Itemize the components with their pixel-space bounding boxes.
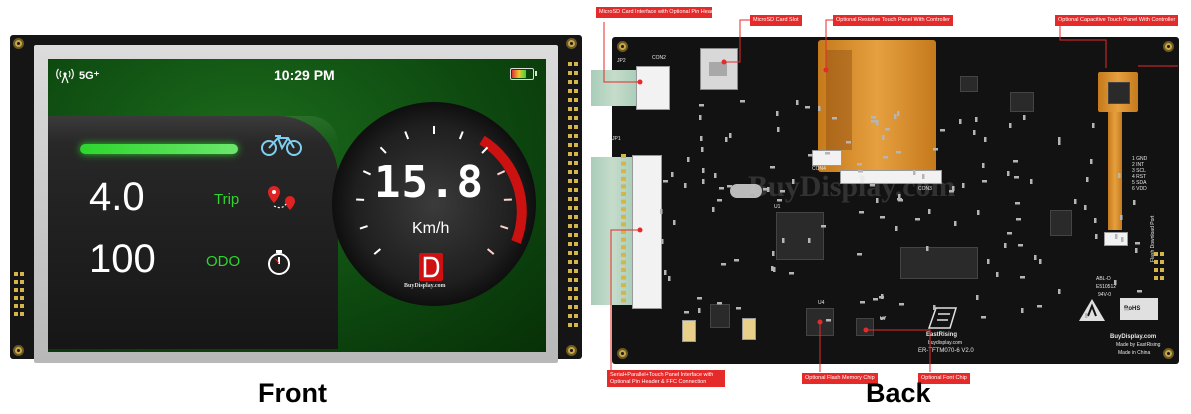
con4-connector xyxy=(812,150,842,166)
signal-icon xyxy=(56,68,74,84)
silk-u4: U4 xyxy=(818,300,825,306)
dashboard-panel xyxy=(48,116,338,349)
silk-con3: CON3 xyxy=(918,186,932,192)
silk-brand: EastRising xyxy=(926,332,958,338)
mount-hole xyxy=(617,41,628,52)
battery-icon xyxy=(510,68,537,80)
ctp-pin-label: 2 INT xyxy=(1132,162,1145,168)
silk-abl: ABL-D xyxy=(1096,276,1111,282)
trip-value: 4.0 xyxy=(89,175,145,219)
ctp-pin-labels: 1 GND 2 INT 3 SCL 4 RST 5 SDA 6 VDD xyxy=(1132,156,1152,192)
ctp-pin-label: 3 SCL xyxy=(1132,168,1146,174)
smd-components xyxy=(660,100,1142,322)
sd-ffc-connector xyxy=(636,66,670,110)
ctp-chip xyxy=(1108,82,1130,104)
mount-hole xyxy=(566,38,577,49)
jp1-pin-header xyxy=(621,154,626,303)
back-caption: Back xyxy=(866,378,931,408)
callout-sd-slot: MicroSD Card Slot xyxy=(750,15,802,26)
tantalum-cap xyxy=(742,318,756,340)
mount-hole xyxy=(566,345,577,356)
aux-chip xyxy=(960,76,978,92)
ctp-pin-label: 5 SDA xyxy=(1132,180,1147,186)
tantalum-cap xyxy=(682,320,696,342)
regulator-chip xyxy=(1010,92,1034,112)
gauge-ticks xyxy=(356,126,527,255)
silk-buydisplay: BuyDisplay.com xyxy=(1110,334,1157,340)
network-label: 5G⁺ xyxy=(79,70,100,82)
speed-unit: Km/h xyxy=(412,220,450,237)
silk-rating: 94V-0 xyxy=(1098,292,1112,298)
flex-trace-area xyxy=(826,50,852,150)
silk-model: ER-TFTM070-6 V2.0 xyxy=(918,348,974,354)
silk-jp1: JP1 xyxy=(612,136,621,142)
flash-download-port xyxy=(1154,252,1164,280)
silk-made-by: Made by EastRising xyxy=(1116,342,1161,348)
callout-sd-interface: MicroSD Card Interface with Optional Pin… xyxy=(596,7,766,18)
stopwatch-icon xyxy=(268,250,290,275)
front-left-pin-header xyxy=(14,272,24,316)
clock: 10:29 PM xyxy=(274,67,335,83)
microsd-card xyxy=(709,62,727,76)
rohs-logo xyxy=(1120,298,1158,320)
route-icon xyxy=(268,186,295,210)
callout-flash-memory: Optional Flash Memory Chip xyxy=(802,373,878,384)
callout-resistive: Optional Resistive Touch Panel With Cont… xyxy=(833,15,953,26)
lcd-screen: 5G⁺ 10:29 PM BuyDisplay.com 4.0 Trip 100… xyxy=(48,59,546,352)
status-bar: 5G⁺ 10:29 PM xyxy=(48,59,546,89)
eastrising-logo-icon xyxy=(927,307,958,329)
front-right-pin-header xyxy=(568,62,578,327)
silk-rohs: RoHS xyxy=(1124,306,1141,312)
back-watermark: BuyDisplay.com xyxy=(748,170,956,203)
main-ffc-cable xyxy=(591,157,634,305)
font-chip xyxy=(856,318,874,336)
mount-hole xyxy=(1163,41,1174,52)
brand-small-label: BuyDisplay.com xyxy=(404,283,446,289)
speed-gauge: 15.8 Km/h BuyDisplay.com xyxy=(332,102,536,306)
ctp-pin-label: 6 VDD xyxy=(1132,186,1147,192)
callout-serial-interface: Serial+Parallel+Touch Panel Interface wi… xyxy=(607,370,725,387)
silk-con2: CON2 xyxy=(652,55,666,61)
front-caption: Front xyxy=(258,378,327,408)
silk-con4: CON4 xyxy=(812,166,826,172)
callout-font-chip: Optional Font Chip xyxy=(918,373,970,384)
speed-value: 15.8 xyxy=(374,157,484,208)
mount-hole xyxy=(13,38,24,49)
silk-code: E510512 xyxy=(1096,284,1117,290)
main-controller-chip xyxy=(776,212,824,260)
ctp-pin-label: 4 RST xyxy=(1132,174,1147,180)
mount-hole xyxy=(1163,348,1174,359)
silk-made-in: Made in China xyxy=(1118,350,1151,356)
ctp-pin-label: 1 GND xyxy=(1132,156,1148,162)
silk-site: buydisplay.com xyxy=(928,340,963,346)
sd-ffc-cable xyxy=(591,70,638,106)
trip-label: Trip xyxy=(214,191,240,208)
trip-progress-bar xyxy=(80,144,238,154)
sdram-chip xyxy=(900,247,978,279)
odo-value: 100 xyxy=(89,237,156,281)
driver-chip xyxy=(1050,210,1072,236)
callout-capacitive: Optional Capacitive Touch Panel With Con… xyxy=(1055,15,1179,26)
brand-d-logo-icon xyxy=(419,253,443,281)
silk-u1: U1 xyxy=(774,204,781,210)
odo-label: ODO xyxy=(206,253,241,270)
con3-connector xyxy=(840,170,942,184)
bicycle-icon xyxy=(261,135,302,156)
silk-jp2: JP2 xyxy=(617,58,626,64)
mount-hole xyxy=(617,348,628,359)
mount-hole xyxy=(13,345,24,356)
ctp-flex xyxy=(1108,112,1122,230)
main-ffc-connector xyxy=(632,155,662,309)
